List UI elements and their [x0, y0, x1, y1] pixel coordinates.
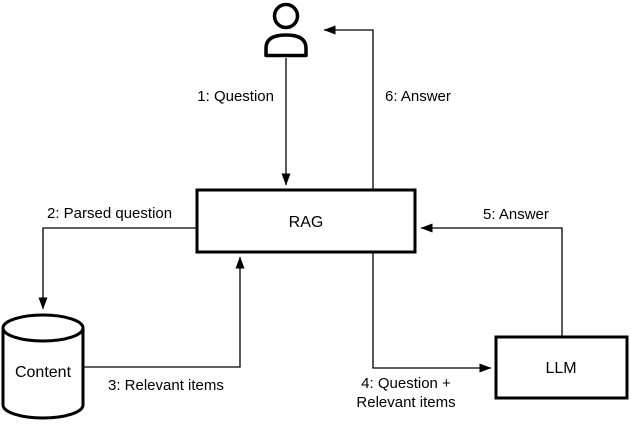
edge-label-answer-to-rag: 5: Answer: [483, 206, 549, 223]
database-cylinder-top-rim: [1, 327, 85, 343]
content-label: Content: [15, 364, 72, 381]
llm-node: LLM: [494, 335, 629, 400]
rag-label: RAG: [289, 214, 324, 231]
llm-label: LLM: [545, 360, 576, 377]
edge-answer-to-user-arrow: [323, 25, 374, 189]
person-icon-head: [272, 2, 300, 30]
edge-parsed-question-arrow: [38, 227, 196, 310]
edge-answer-to-rag-arrow: [420, 223, 563, 336]
rag-box: [195, 188, 417, 254]
edge-label-question-relevant-line2: Relevant items: [356, 394, 455, 411]
content-node: Content: [1, 313, 85, 420]
edge-label-question-relevant-line1: 4: Question +: [361, 375, 451, 392]
edge-relevant-items-arrow: [84, 256, 245, 368]
rag-node: RAG: [195, 188, 417, 254]
user-node: [264, 2, 308, 58]
person-icon-body: [264, 33, 308, 58]
edge-label-relevant-items: 3: Relevant items: [108, 377, 224, 394]
edge-label-answer-to-user: 6: Answer: [385, 88, 451, 105]
llm-box: [494, 335, 629, 400]
edge-label-parsed-question: 2: Parsed question: [47, 205, 172, 222]
edge-label-question: 1: Question: [197, 88, 274, 105]
edge-question-relevant-items-arrow: [372, 253, 492, 373]
